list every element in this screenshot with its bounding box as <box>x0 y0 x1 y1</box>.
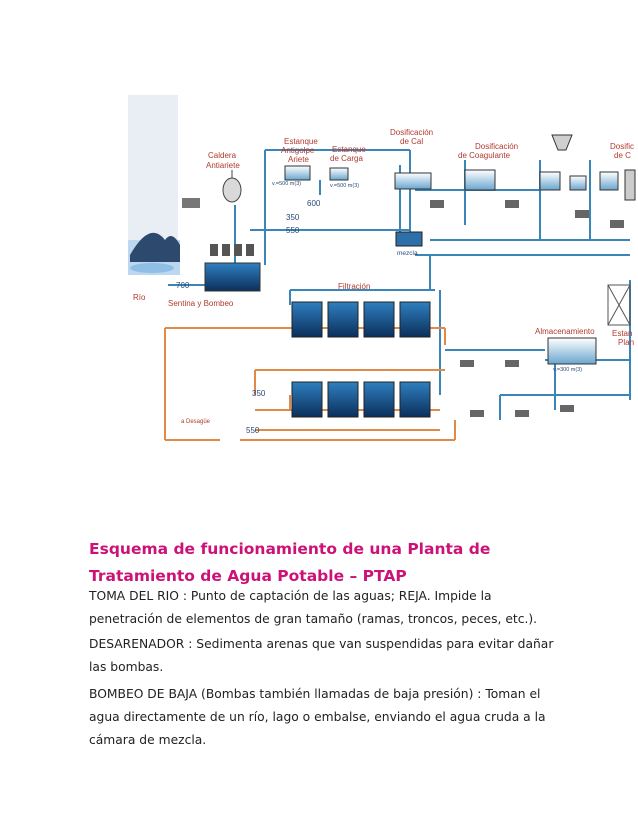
label-vol1: v.=500 m(3) <box>272 181 301 187</box>
label-desague: a Desagüe <box>181 419 211 425</box>
paragraph-desarenador: DESARENADOR : Sedimenta arenas que van s… <box>89 637 554 674</box>
label-d600: 600 <box>307 199 321 208</box>
label-sentina: Sentina y Bombeo <box>168 299 234 308</box>
label-d350a: 350 <box>286 213 300 222</box>
label-almacenamiento: Almacenamiento <box>535 327 595 336</box>
filter-bank-lower <box>291 381 431 418</box>
label-rio: Río <box>133 293 146 302</box>
caldera-vessel <box>182 170 242 208</box>
label-mezcla: mezcla <box>397 250 418 257</box>
label-filtracion: Filtración <box>338 282 370 291</box>
storage-tank <box>547 284 631 365</box>
article-title: Esquema de funcionamiento de una Planta … <box>89 540 491 585</box>
sentina-tank <box>204 244 261 292</box>
filter-bank-upper <box>291 301 431 338</box>
label-d350b: 350 <box>252 389 266 398</box>
dosing-equipment <box>430 134 636 228</box>
label-d700: 700 <box>176 281 190 290</box>
river-scene <box>128 95 180 275</box>
blue-pipes <box>168 149 631 420</box>
label-vol3: v.=300 m(3) <box>553 367 582 373</box>
label-vol2: v.=500 m(3) <box>330 183 359 189</box>
paragraph-toma-del-rio: TOMA DEL RIO : Punto de captación de las… <box>89 589 538 626</box>
label-d550b: 550 <box>246 426 260 435</box>
paragraph-bombeo-de-baja: BOMBEO DE BAJA (Bombas también llamadas … <box>89 687 546 747</box>
pump-row <box>460 360 574 417</box>
label-d550a: 550 <box>286 226 300 235</box>
upper-tanks <box>284 165 432 247</box>
